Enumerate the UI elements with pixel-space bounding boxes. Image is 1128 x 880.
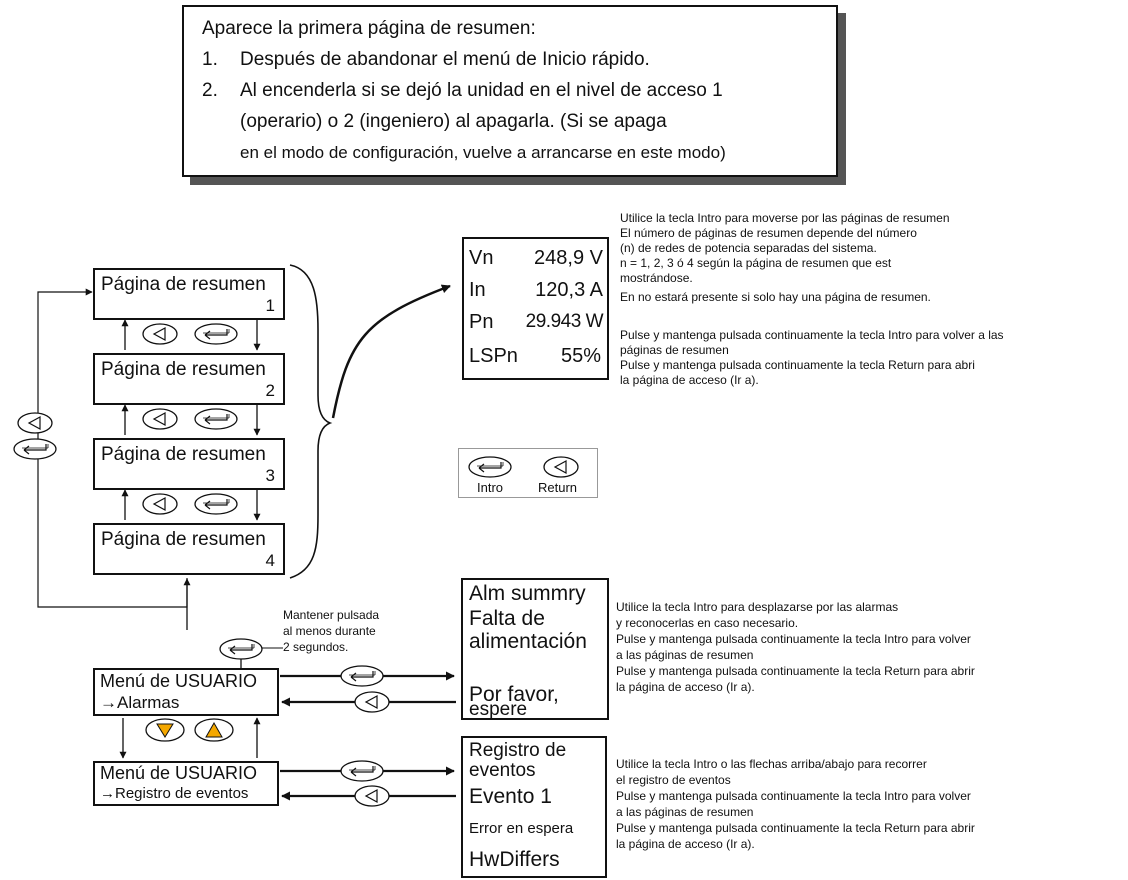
hold-note-line2: al menos durante [283, 624, 376, 638]
display-value-vn: 248,9 V [534, 247, 603, 269]
alarm-note-line: la página de acceso (Ir a). [616, 680, 755, 694]
event-note-line: a las páginas de resumen [616, 805, 754, 819]
startup-note-item1: Después de abandonar el menú de Inicio r… [240, 49, 650, 70]
event-display-code: HwDiffers [469, 848, 560, 871]
summary-page-title: Página de resumen [101, 444, 266, 465]
summary-hold-line: Pulse y mantenga pulsada continuamente l… [620, 358, 975, 372]
alarm-note-line: y reconocerlas en caso necesario. [616, 616, 799, 630]
startup-note-item2-line3: en el modo de configuración, vuelve a ar… [240, 143, 726, 162]
user-menu-item: →Alarmas [100, 693, 180, 712]
event-log-display: Registro de eventos Evento 1 Error en es… [461, 736, 607, 878]
expand-arrow [331, 284, 451, 419]
event-note-line: el registro de eventos [616, 773, 731, 787]
summary-hold-line: páginas de resumen [620, 343, 729, 357]
summary-note-line: n = 1, 2, 3 ó 4 según la página de resum… [620, 256, 892, 270]
user-menu-title: Menú de USUARIO [100, 763, 258, 783]
summary-note-line: El número de páginas de resumen depende … [620, 226, 917, 240]
display-label-vn: Vn [469, 247, 494, 269]
summary-page-number: 2 [265, 381, 275, 400]
hold-note-line1: Mantener pulsada [283, 608, 380, 622]
summary-page-3[interactable]: Página de resumen 3 [93, 438, 285, 490]
enter-hold-key-icon [219, 638, 263, 660]
display-value-lspn: 55% [560, 345, 601, 367]
display-label-lspn: LSPn [469, 345, 518, 367]
startup-note-item2-line1: Al encenderla si se dejó la unidad en el… [240, 80, 723, 101]
summary-note-line: mostrándose. [620, 271, 693, 285]
event-note-line: Utilice la tecla Intro o las flechas arr… [616, 757, 927, 771]
startup-note-line1: Aparece la primera página de resumen: [202, 18, 536, 39]
page-3-4-navigation [121, 489, 261, 521]
user-menu-alarms[interactable]: Menú de USUARIO →Alarmas [93, 668, 279, 716]
startup-note-item2-line2: (operario) o 2 (ingeniero) al apagarla. … [240, 111, 667, 132]
summary-note-line: (n) de redes de potencia separadas del s… [620, 241, 877, 255]
summary-note-line: Utilice la tecla Intro para moverse por … [620, 211, 950, 225]
alarm-note-line: Pulse y mantenga pulsada continuamente l… [616, 664, 975, 678]
summary-page-number: 3 [265, 466, 275, 485]
hold-note-line3: 2 segundos. [283, 640, 349, 654]
summary-page-title: Página de resumen [101, 274, 266, 295]
event-note-line: Pulse y mantenga pulsada continuamente l… [616, 789, 971, 803]
summary-page-4[interactable]: Página de resumen 4 [93, 523, 285, 575]
summary-page-title: Página de resumen [101, 529, 266, 550]
down-key-icon [145, 718, 185, 742]
event-display-status: Error en espera [469, 820, 574, 837]
display-value-in: 120,3 A [535, 279, 603, 301]
summary-pages-brace [289, 264, 333, 579]
up-key-icon [194, 718, 234, 742]
return-key-icon [17, 412, 53, 434]
summary-hold-line: Pulse y mantenga pulsada continuamente l… [620, 328, 1004, 342]
key-legend-intro-label: Intro [477, 480, 504, 495]
summary-page-title: Página de resumen [101, 359, 266, 380]
startup-note-box: Aparece la primera página de resumen: 1.… [182, 5, 838, 177]
summary-page-number: 4 [265, 551, 275, 570]
event-display-title-line1: Registro de [469, 740, 567, 761]
alarm-display-wait-line1: Por favor, [469, 683, 559, 706]
user-menu-item: →Registro de eventos [100, 785, 249, 802]
alarm-display-title: Alm summry [469, 582, 586, 605]
startup-note-item2-number: 2. [202, 80, 218, 101]
page-1-2-navigation [121, 319, 261, 351]
summary-display: Vn 248,9 V In 120,3 A Pn 29.943 W LSPn 5… [462, 237, 609, 380]
summary-note-line: En no estará presente si solo hay una pá… [620, 290, 931, 304]
user-menu-title: Menú de USUARIO [100, 671, 258, 691]
display-label-in: In [469, 279, 486, 301]
alarm-note-line: Utilice la tecla Intro para desplazarse … [616, 600, 899, 614]
alarm-summary-display: Alm summry Falta de alimentación Por fav… [461, 578, 609, 720]
alarm-display-line2: Falta de [469, 607, 545, 630]
user-menu-events[interactable]: Menú de USUARIO →Registro de eventos [93, 761, 279, 806]
display-value-pn: 29.943 W [525, 311, 604, 332]
alarm-note-line: Pulse y mantenga pulsada continuamente l… [616, 632, 971, 646]
display-label-pn: Pn [469, 311, 494, 333]
key-legend-box [458, 448, 598, 498]
summary-page-number: 1 [265, 296, 275, 315]
enter-key-icon [13, 438, 57, 460]
summary-page-1[interactable]: Página de resumen 1 [93, 268, 285, 320]
event-note-line: la página de acceso (Ir a). [616, 837, 755, 851]
alarm-display-wait-line2: espere [469, 699, 528, 720]
alarm-display-line3: alimentación [469, 630, 587, 653]
page-2-3-navigation [121, 404, 261, 436]
alarm-note-line: a las páginas de resumen [616, 648, 754, 662]
summary-hold-line: la página de acceso (Ir a). [620, 373, 759, 387]
event-display-event: Evento 1 [469, 785, 552, 808]
event-display-title-line2: eventos [469, 760, 536, 781]
event-note-line: Pulse y mantenga pulsada continuamente l… [616, 821, 975, 835]
startup-note-item1-number: 1. [202, 49, 218, 70]
key-legend-return-label: Return [538, 480, 578, 495]
summary-page-2[interactable]: Página de resumen 2 [93, 353, 285, 405]
